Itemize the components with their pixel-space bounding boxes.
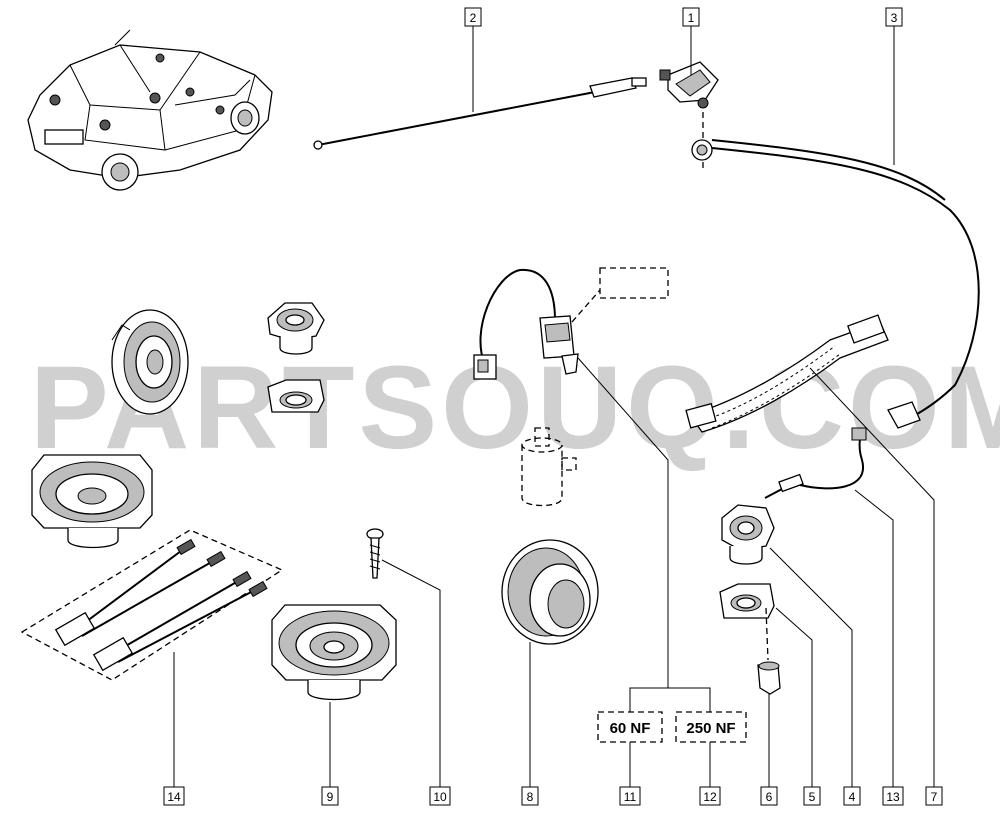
callout-13-label: 13 [886,790,900,804]
callout-14-label: 14 [167,790,181,804]
callout-2: 2 [464,7,482,27]
jack-lead [764,427,867,499]
car-illustration [27,29,273,191]
ground-strap [685,314,889,433]
callout-10-label: 10 [433,790,447,804]
suppressor-lead [473,267,669,507]
note-250nf-text: 250 NF [686,720,735,737]
callout-7-label: 7 [931,790,938,804]
callout-11-label: 11 [624,790,637,804]
watermark: PARTSOUQ.COM [30,342,1000,474]
callout-4: 4 [843,786,861,806]
antenna-base [659,61,719,170]
leader-lines [173,26,935,787]
callout-3-label: 3 [891,11,898,25]
callout-4-label: 4 [849,790,856,804]
round-speaker [111,309,189,415]
callout-12-label: 12 [703,790,717,804]
note-60nf-text: 60 NF [610,720,651,737]
callout-8: 8 [521,786,539,806]
callout-9-label: 9 [327,790,334,804]
square-speaker [271,604,397,701]
screw [366,528,384,579]
callout-8-label: 8 [527,790,534,804]
round-speaker-8 [501,539,599,645]
tweeter-top [267,302,325,413]
callout-1: 1 [682,7,700,27]
callout-1-label: 1 [688,11,695,25]
callout-6: 6 [760,786,778,806]
callout-5-label: 5 [809,790,816,804]
wiring-harness [20,529,284,681]
callout-10: 10 [429,786,451,806]
callout-7: 7 [925,786,943,806]
callout-14: 14 [163,786,185,806]
antenna-mast [313,77,647,150]
note-60nf: 60 NF [597,711,663,743]
callout-2-label: 2 [470,11,477,25]
callout-9: 9 [321,786,339,806]
callout-6-label: 6 [766,790,773,804]
tweeter-set [719,504,781,695]
note-250nf: 250 NF [675,711,747,743]
square-speaker-left [31,454,153,549]
antenna-cable [711,139,980,429]
callout-11: 11 [619,786,641,806]
callout-12: 12 [699,786,721,806]
callout-13: 13 [882,786,904,806]
callout-3: 3 [885,7,903,27]
callout-5: 5 [803,786,821,806]
